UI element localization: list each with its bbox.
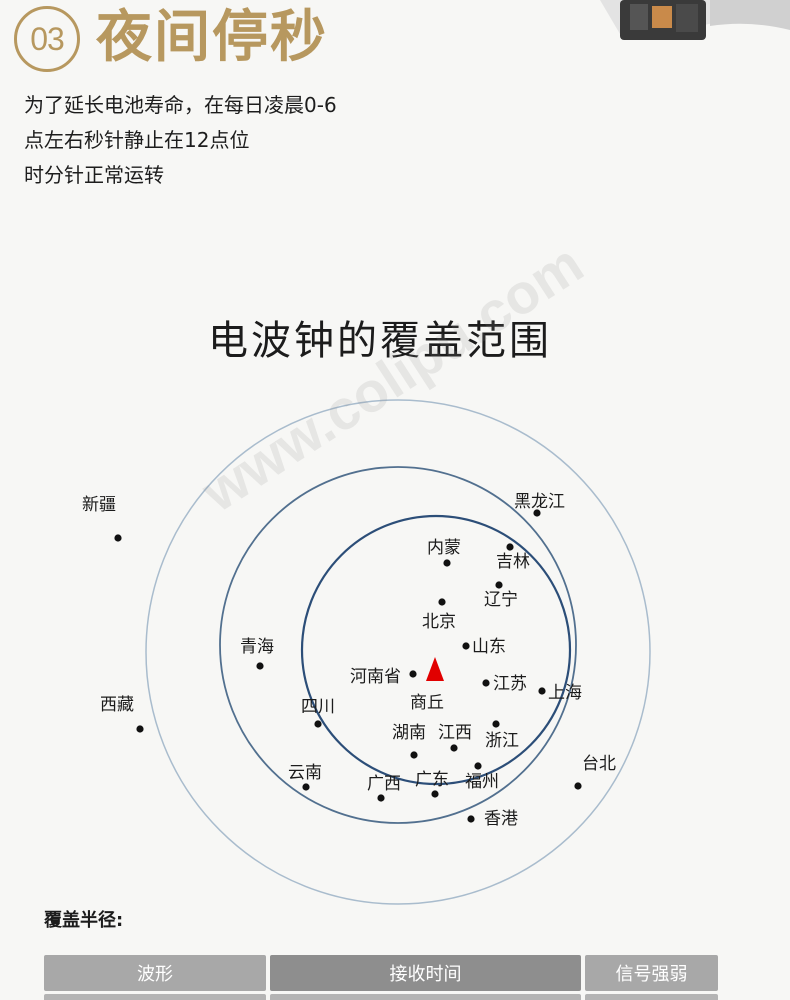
city-dot-shanghai <box>538 687 546 695</box>
section-title: 夜间停秒 <box>96 5 328 70</box>
city-label: 北京 <box>422 612 456 632</box>
city-dot-guangdong <box>431 790 439 798</box>
city-label: 江西 <box>438 723 472 743</box>
city-dot-hunan <box>410 751 418 759</box>
city-dot-yunnan <box>302 783 310 791</box>
city-label: 西藏 <box>100 695 134 715</box>
city-dot-jilin <box>506 543 514 551</box>
coverage-ring-outer <box>145 399 651 905</box>
description-line: 时分针正常运转 <box>24 163 164 187</box>
city-label: 香港 <box>484 809 518 829</box>
city-label: 广东 <box>415 770 449 790</box>
city-label: 云南 <box>288 763 322 783</box>
city-dot-beijing <box>438 598 446 606</box>
table-row-partial <box>44 994 266 1000</box>
city-label: 山东 <box>472 637 506 657</box>
section-number-badge: 03 <box>14 6 80 72</box>
city-label: 台北 <box>582 754 616 774</box>
coverage-ring-inner <box>300 514 572 786</box>
city-dot-jiangxi <box>450 744 458 752</box>
city-dot-zhejiang <box>492 720 500 728</box>
city-label: 吉林 <box>496 552 530 572</box>
city-label: 辽宁 <box>484 590 518 610</box>
table-row-partial <box>585 994 718 1000</box>
city-dot-heilongjiang <box>533 509 541 517</box>
city-label: 商丘 <box>410 693 444 713</box>
city-label: 河南省 <box>350 667 401 687</box>
table-header-label: 波形 <box>137 964 173 985</box>
city-dot-xizang <box>136 725 144 733</box>
city-label: 湖南 <box>392 723 426 743</box>
city-dot-fuzhou <box>474 762 482 770</box>
city-label: 四川 <box>301 697 335 717</box>
city-label: 内蒙 <box>427 538 461 558</box>
coverage-ring-middle <box>219 466 577 824</box>
city-dot-shandong <box>462 642 470 650</box>
section-number: 03 <box>30 20 65 57</box>
transmitter-icon <box>426 657 444 681</box>
city-dot-qinghai <box>256 662 264 670</box>
city-label: 福州 <box>465 772 499 792</box>
table-header-waveform: 波形 <box>44 955 266 991</box>
city-label: 江苏 <box>493 674 527 694</box>
table-header-receive-time: 接收时间 <box>270 955 581 991</box>
city-label: 新疆 <box>82 495 116 515</box>
city-label: 广西 <box>367 774 401 794</box>
description-line: 点左右秒针静止在12点位 <box>24 128 250 152</box>
table-row-partial <box>270 994 581 1000</box>
city-label: 上海 <box>548 683 582 703</box>
table-header-label: 信号强弱 <box>615 964 688 985</box>
city-dot-neimeng <box>443 559 451 567</box>
table-header-label: 接收时间 <box>389 964 462 985</box>
city-dot-henan <box>409 670 417 678</box>
city-dot-guangxi <box>377 794 385 802</box>
coverage-radius-label: 覆盖半径: <box>44 910 124 931</box>
product-image-corner <box>560 0 790 52</box>
city-dot-taibei <box>574 782 582 790</box>
map-title: 电波钟的覆盖范围 <box>208 318 552 364</box>
city-label: 黑龙江 <box>514 492 565 512</box>
city-dot-sichuan <box>314 720 322 728</box>
city-dot-liaoning <box>495 581 503 589</box>
city-dot-jiangsu <box>482 679 490 687</box>
city-label: 青海 <box>240 637 274 657</box>
city-dot-xinjiang <box>114 534 122 542</box>
city-dot-hongkong <box>467 815 475 823</box>
city-label: 浙江 <box>485 731 519 751</box>
description: 为了延长电池寿命，在每日凌晨0-6 点左右秒针静止在12点位 时分针正常运转 <box>24 88 337 193</box>
description-line: 为了延长电池寿命，在每日凌晨0-6 <box>24 93 337 117</box>
table-header-signal-strength: 信号强弱 <box>585 955 718 991</box>
